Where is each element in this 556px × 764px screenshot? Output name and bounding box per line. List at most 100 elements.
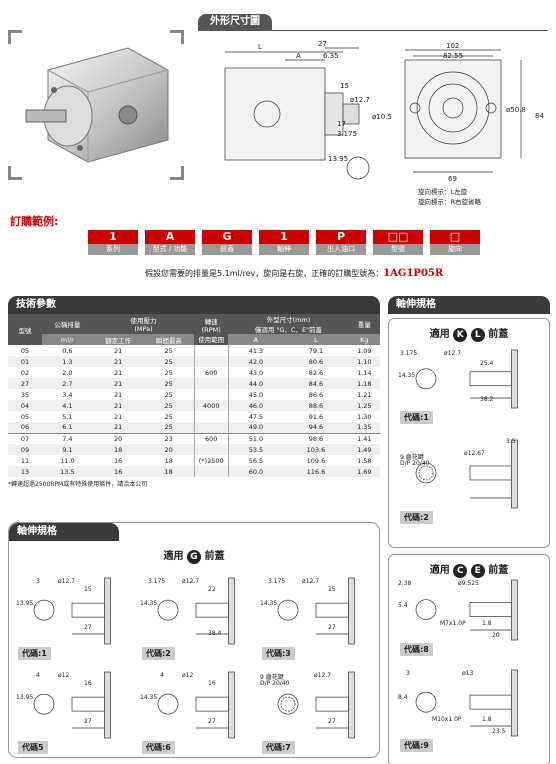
outline-rule <box>198 30 548 31</box>
table-cell: 109.6 <box>306 456 326 465</box>
order-code-value: □□ <box>373 230 423 244</box>
table-cell: 45.0 <box>248 390 264 399</box>
rpm-cell <box>193 356 229 367</box>
table-cell: 05 <box>20 346 30 355</box>
dim-label: 9 齒花鍵 <box>400 454 424 461</box>
hdr-l: L <box>283 334 349 345</box>
g-letter-icon: G <box>187 550 201 564</box>
order-code-6: □旋向 <box>430 230 480 255</box>
dim-label: 27 <box>84 718 92 725</box>
order-code-value: G <box>202 230 252 244</box>
table-cell: 91.6 <box>308 412 324 421</box>
dim-label: 15 <box>328 586 336 593</box>
table-cell: 6.1 <box>42 422 93 433</box>
table-cell: 21 <box>113 412 123 421</box>
table-cell: 16 <box>113 456 123 465</box>
hdr-a: A <box>228 334 284 345</box>
outline-title: 外形尺寸圖 <box>198 14 272 30</box>
table-cell: 04 <box>8 400 42 411</box>
order-code-label: 型式 / 功能 <box>145 244 195 255</box>
hdr-model: 型號 <box>8 314 42 345</box>
hdr-rated: 額定工作 <box>92 334 144 345</box>
dim-102: 102 <box>446 42 460 50</box>
table-cell: 1.3 <box>42 356 93 367</box>
table-cell: 13 <box>8 466 42 477</box>
table-cell: 09 <box>8 444 42 455</box>
table-cell: 46.0 <box>228 400 284 411</box>
e-letter-icon: E <box>470 564 485 578</box>
order-note: 假設您需要的排量是5.1ml/rev，旋向是右旋，正確的訂購型號為：1AG1P0… <box>145 268 444 279</box>
dim-label: 3.175 <box>268 578 286 585</box>
spec-footnote: *轉速超過2500RPM或有特殊使用條件，請洽本公司 <box>8 481 148 488</box>
shaft-title-left: 軸伸規格 <box>9 523 119 541</box>
rpm-cell <box>193 378 229 389</box>
table-cell: 1.10 <box>348 356 380 367</box>
shaft-code-e9-drawing <box>415 669 518 737</box>
shaft-code-5-drawing <box>33 671 111 739</box>
table-cell: 18 <box>164 456 173 465</box>
dim-label: 16 <box>84 680 92 687</box>
table-cell: 11.0 <box>60 456 75 465</box>
dim-label: ø12 <box>182 672 194 679</box>
order-code-value: 1 <box>259 230 309 244</box>
dim-label: 27 <box>208 718 216 725</box>
dim-label: 27 <box>328 624 336 631</box>
dim-12: ø12.7 <box>350 96 370 104</box>
table-cell: 18 <box>92 444 144 455</box>
dim-label: 3 <box>36 578 40 585</box>
dim-1395: 13.95 <box>328 155 349 163</box>
shaft-code-3-drawing <box>277 577 355 645</box>
table-cell: 60.0 <box>228 466 284 477</box>
hdr-disp-unit: ml/r <box>42 334 93 345</box>
table-cell: 1.69 <box>348 466 380 477</box>
dim-635: 6.35 <box>323 52 339 60</box>
spec-panel: 技術參數 型號 公稱排量 使用壓力(MPa) 轉速(RPM)使用範圍 外型尺寸(… <box>8 296 380 512</box>
table-cell: 11 <box>20 456 30 465</box>
spec-table: 型號 公稱排量 使用壓力(MPa) 轉速(RPM)使用範圍 外型尺寸(mm)僅適… <box>8 314 380 477</box>
table-cell: 41.3 <box>248 346 264 355</box>
table-cell: 02 <box>20 368 30 377</box>
shaft-code-k2-drawing <box>415 439 518 509</box>
hdr-outline: 外型尺寸(mm)僅適用 "G、C、E"前蓋 <box>228 314 349 334</box>
table-cell: 79.1 <box>308 346 324 355</box>
dim-label: 14.35 <box>140 600 158 607</box>
rpm-cell <box>193 444 229 455</box>
dim-69: 69 <box>448 175 457 183</box>
rpm-cell <box>193 466 229 477</box>
dim-label: 3.175 <box>148 578 166 585</box>
dim-label: ø9.525 <box>458 580 479 587</box>
table-cell: 56.5 <box>248 456 264 465</box>
table-cell: 5.1 <box>62 412 73 421</box>
shaft-panel-left: 軸伸規格 適用 G 前蓋 <box>8 522 380 758</box>
hdr-press: 使用壓力(MPa) <box>92 314 195 334</box>
dim-label: 14.35 <box>140 694 158 701</box>
table-cell: 44.0 <box>228 378 284 389</box>
dim-label: 4 <box>160 672 164 679</box>
order-code-label: 出入油口 <box>316 244 366 255</box>
table-cell: 1.41 <box>348 432 380 444</box>
table-cell: 07 <box>8 432 42 444</box>
dim-label: 8.4 <box>398 694 408 701</box>
table-cell: 25 <box>164 390 173 399</box>
dim-L: L <box>258 43 262 51</box>
photo-frame <box>8 30 184 180</box>
g-panel-title: 適用 G 前蓋 <box>163 550 225 564</box>
table-cell: 1.35 <box>348 422 380 433</box>
rpm-cell <box>193 389 229 400</box>
dim-3175: 3.175 <box>337 130 358 138</box>
table-cell: 1.14 <box>357 368 372 377</box>
table-cell: 25 <box>164 346 173 355</box>
table-cell: 1.18 <box>348 378 380 389</box>
k-letter-icon: K <box>453 328 468 342</box>
table-cell: 1.58 <box>357 456 372 465</box>
